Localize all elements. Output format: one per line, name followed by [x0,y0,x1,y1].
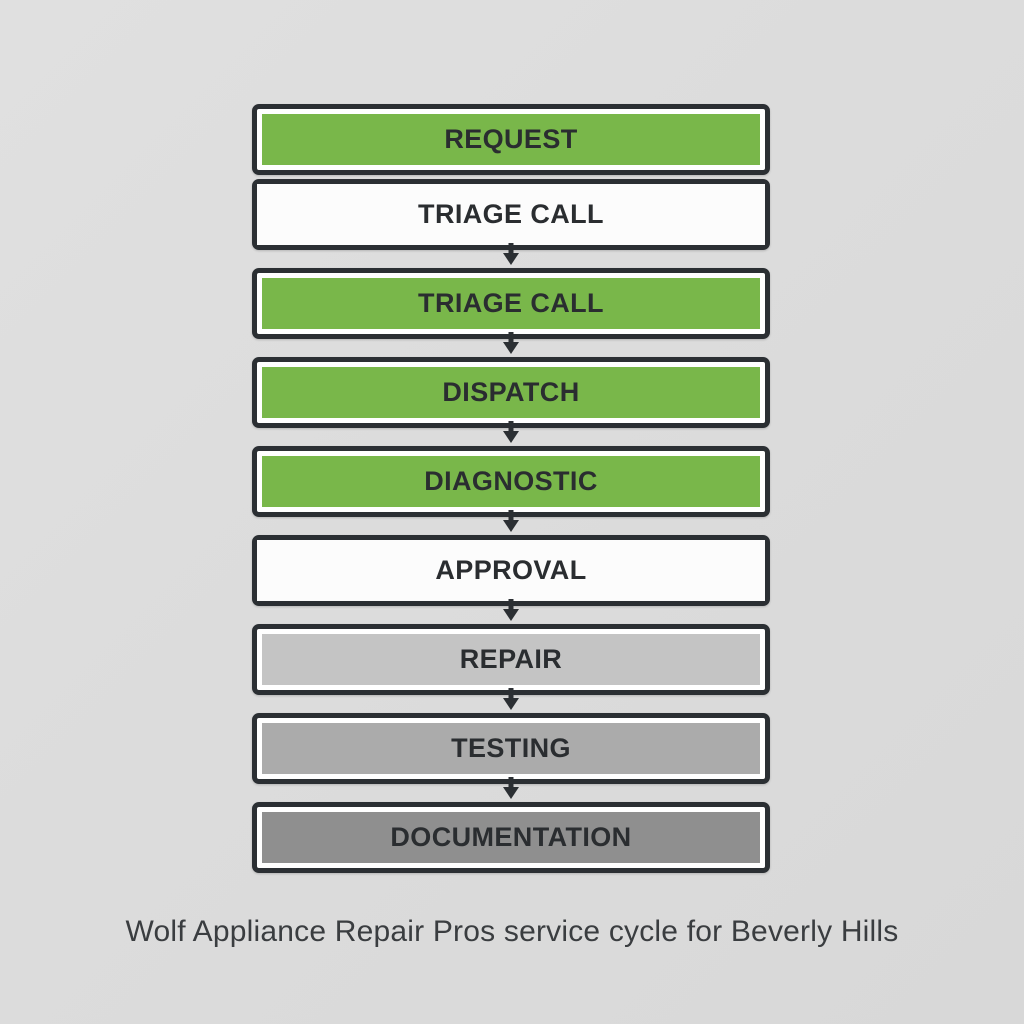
process-step-fill: TRIAGE CALL [257,184,765,245]
arrow-down-icon [503,777,519,799]
arrow-down-icon [503,510,519,532]
arrow-head [503,520,519,532]
process-step-fill: DISPATCH [262,367,760,418]
process-step-3[interactable]: TRIAGE CALL [252,268,770,354]
arrow-head [503,431,519,443]
process-step-fill: TRIAGE CALL [262,278,760,329]
process-step-2[interactable]: TRIAGE CALL [252,179,770,265]
process-step-label: DOCUMENTATION [390,822,632,852]
process-step-7[interactable]: REPAIR [252,624,770,710]
process-step-fill: DOCUMENTATION [262,812,760,863]
process-step-5[interactable]: DIAGNOSTIC [252,446,770,532]
arrow-head [503,609,519,621]
arrow-shaft [508,510,514,523]
process-step-6[interactable]: APPROVAL [252,535,770,621]
process-step-9[interactable]: DOCUMENTATION [252,802,770,873]
process-step-label: TRIAGE CALL [418,199,604,229]
process-step-label: DIAGNOSTIC [424,466,598,496]
arrow-head [503,698,519,710]
process-step-4[interactable]: DISPATCH [252,357,770,443]
arrow-head [503,787,519,799]
process-step-fill: REPAIR [262,634,760,685]
arrow-shaft [508,688,514,701]
process-step-fill: APPROVAL [257,540,765,601]
arrow-shaft [508,421,514,434]
process-step-label: REPAIR [459,644,563,674]
arrow-down-icon [503,243,519,265]
arrow-head [503,253,519,265]
process-flow-column: REQUEST TRIAGE CALL TRIAGE CALL DISPATCH DIA… [252,104,770,873]
process-step-fill: TESTING [262,723,760,774]
process-step-label: APPROVAL [435,555,587,585]
arrow-shaft [508,777,514,790]
process-step-label: DISPATCH [442,377,580,407]
process-step-fill: DIAGNOSTIC [262,456,760,507]
process-step-label: REQUEST [444,124,578,154]
arrow-down-icon [503,688,519,710]
process-step-fill: REQUEST [262,114,760,165]
process-step-label: TRIAGE CALL [418,288,604,318]
arrow-down-icon [503,332,519,354]
process-step-8[interactable]: TESTING [252,713,770,799]
arrow-shaft [508,332,514,345]
diagram-caption: Wolf Appliance Repair Pros service cycle… [125,915,899,948]
process-step-label: TESTING [451,733,571,763]
arrow-head [503,342,519,354]
process-step-1[interactable]: REQUEST [252,104,770,175]
arrow-down-icon [503,421,519,443]
arrow-down-icon [503,599,519,621]
